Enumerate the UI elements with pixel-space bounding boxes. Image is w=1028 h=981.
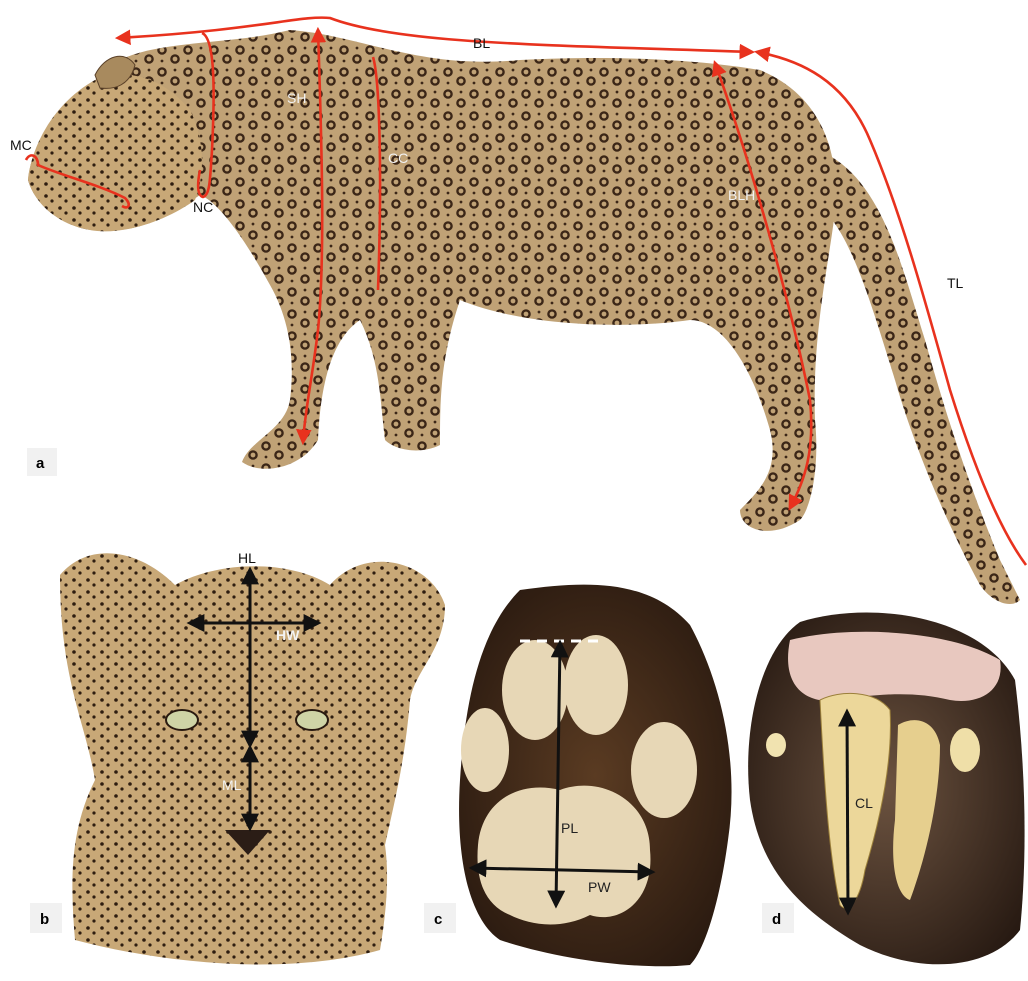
leopard-head [28,74,202,231]
panel-a: MC NC SH CC BL BLH TL a [10,18,1026,604]
label-pw: PW [588,879,611,895]
leopard-tail [818,150,1020,604]
panel-c: PL PW c [424,585,732,967]
label-nc: NC [193,199,213,215]
toe-pad-2 [564,635,628,735]
small-tooth [766,733,786,757]
label-hw: HW [276,627,300,643]
left-eye [166,710,198,730]
label-cl: CL [855,795,873,811]
panel-a-letter: a [36,455,45,472]
toe-pad-3 [461,708,509,792]
toe-pad-4 [631,722,697,818]
panel-d-letter: d [772,911,781,928]
panel-b-letter: b [40,911,49,928]
panel-b: HL HW ML b [30,550,445,964]
label-bl: BL [473,35,490,51]
incisor [950,728,980,772]
label-tl: TL [947,275,964,291]
right-eye [296,710,328,730]
label-hl: HL [238,550,256,566]
label-mc: MC [10,137,32,153]
label-pl: PL [561,820,578,836]
leopard-face [60,553,445,964]
label-blh: BLH [728,187,755,203]
label-cc: CC [388,150,408,166]
cl-arrow [847,712,848,912]
label-ml: ML [222,777,242,793]
panel-c-letter: c [434,911,442,928]
panel-d: CL d [748,613,1024,965]
main-pad [477,786,650,925]
label-sh: SH [287,90,306,106]
